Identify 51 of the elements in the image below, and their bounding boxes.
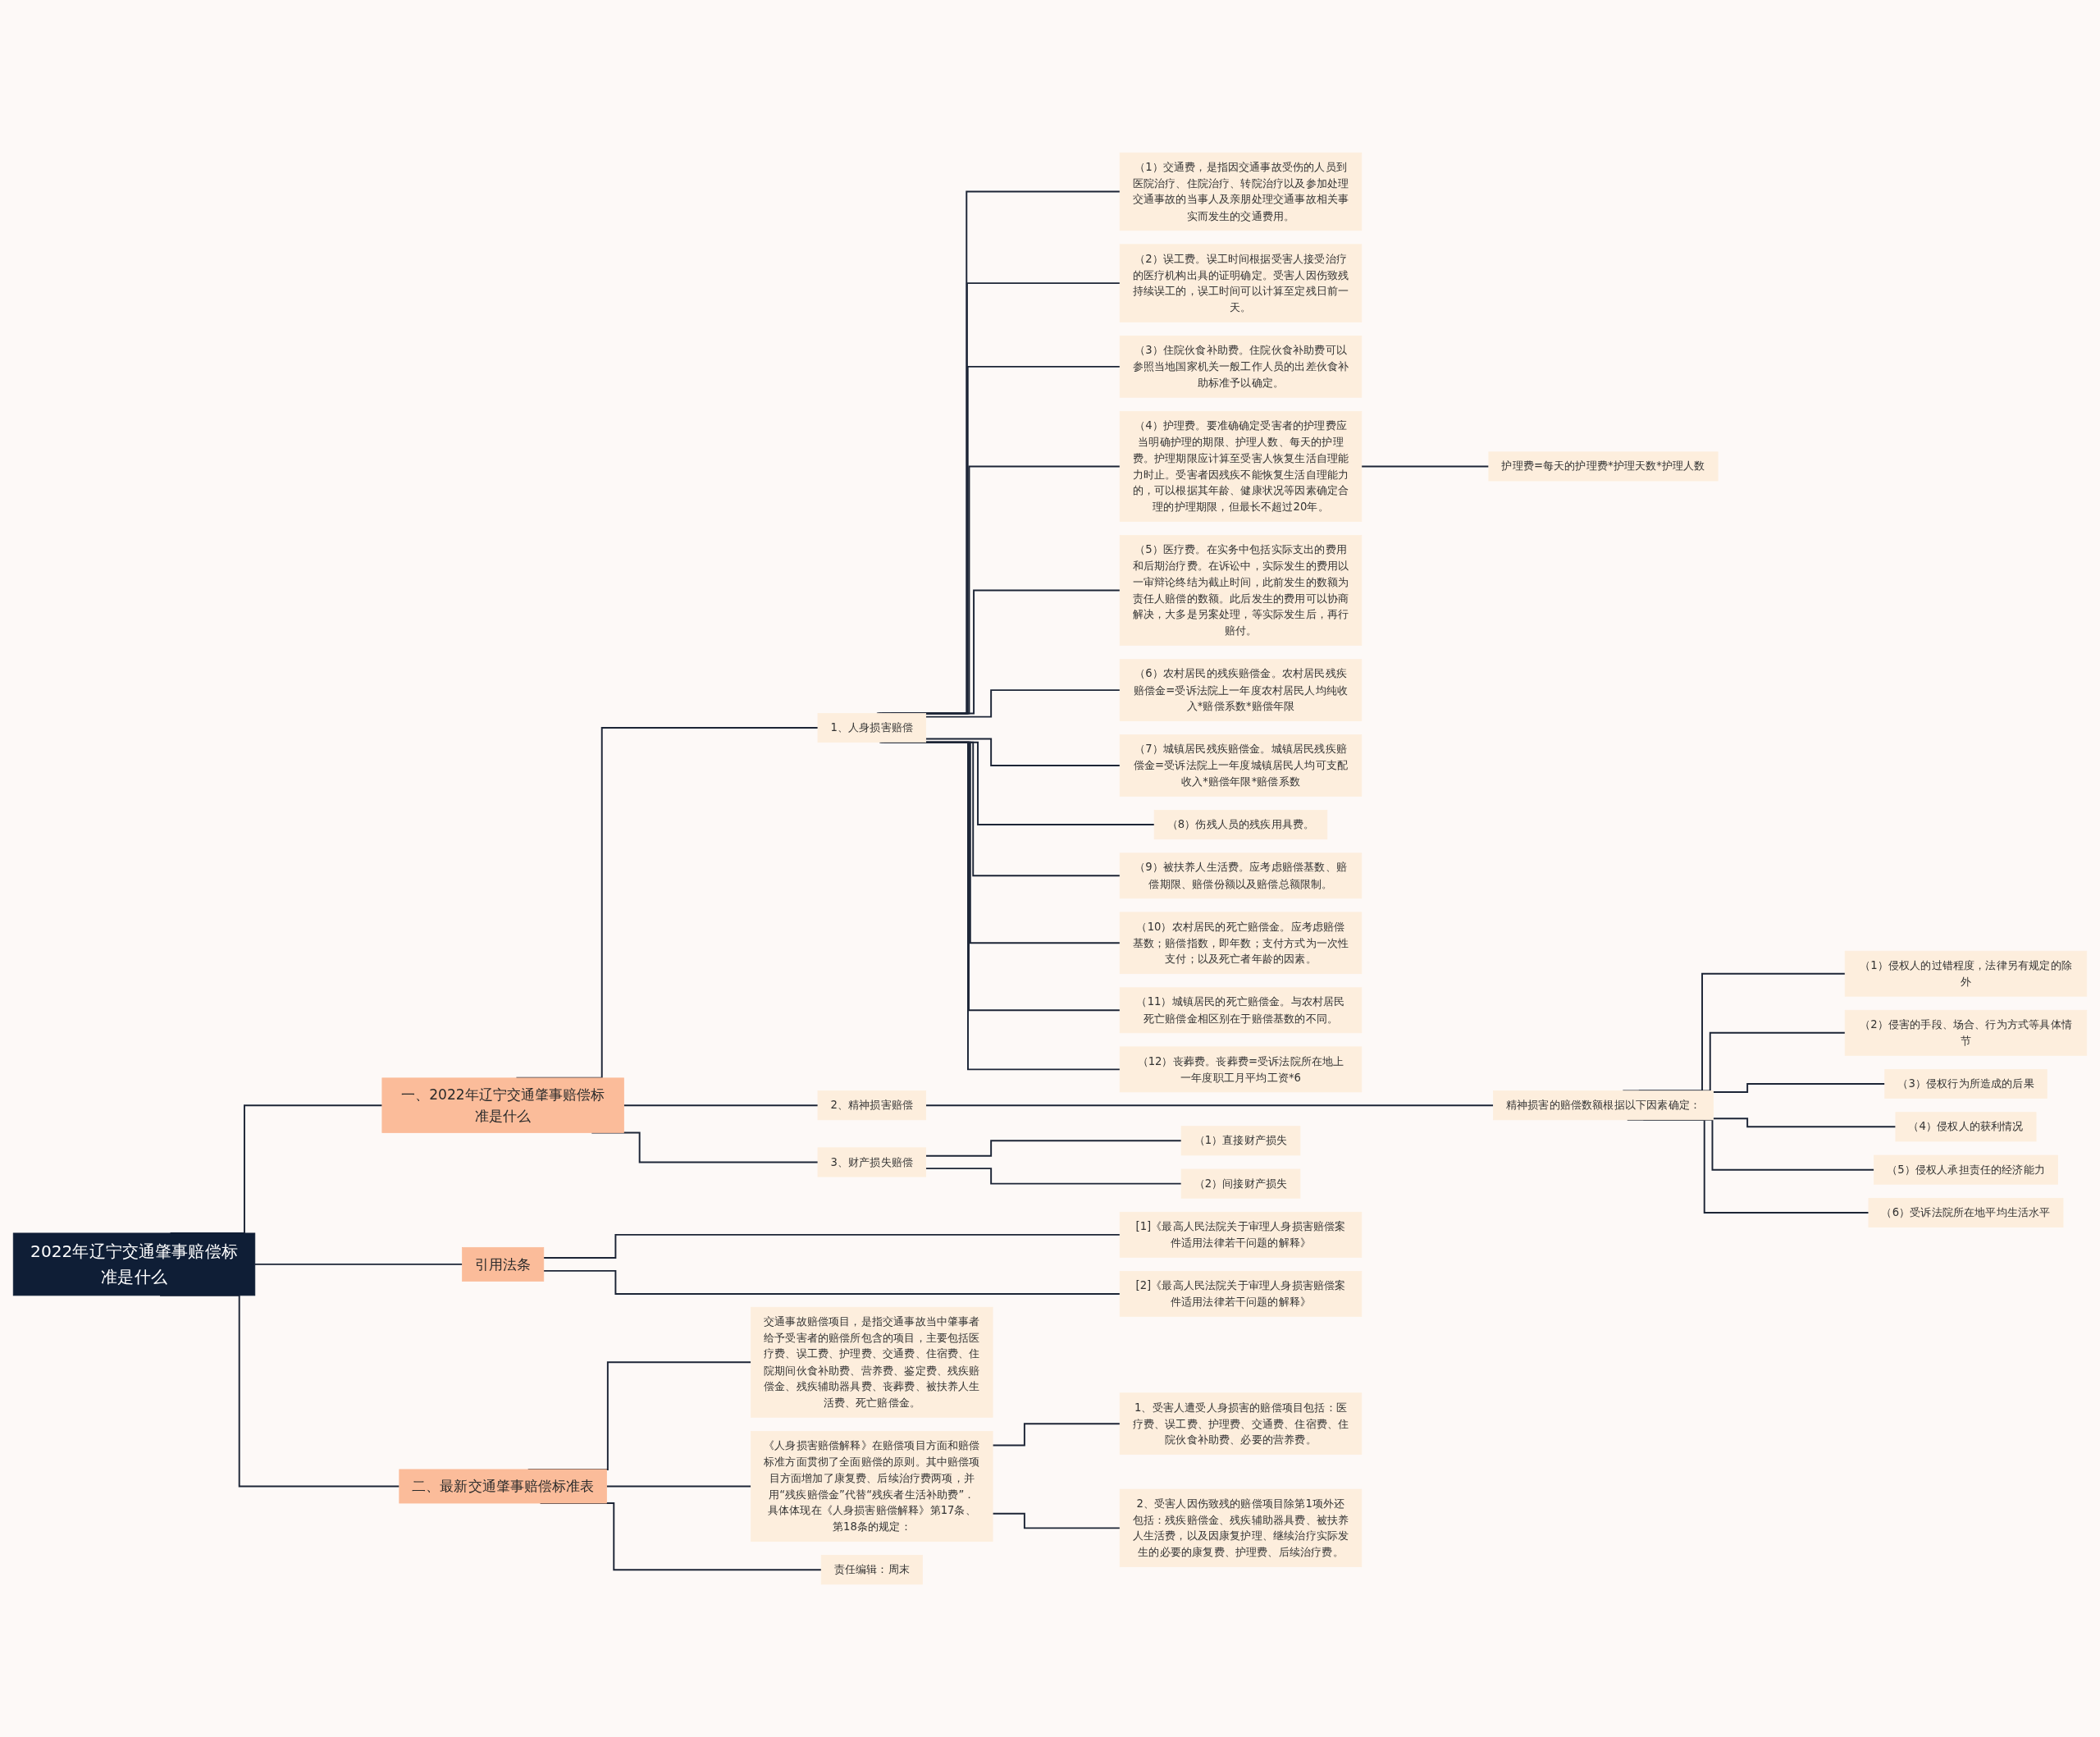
connector bbox=[924, 689, 1121, 718]
node-box: （4）侵权人的获利情况 bbox=[1895, 1112, 2037, 1142]
connector bbox=[992, 1512, 1121, 1529]
node-box: 3、财产损失赔偿 bbox=[817, 1147, 927, 1177]
node-box: 2、精神损害赔偿 bbox=[817, 1090, 927, 1121]
node-box: 精神损害的赔偿数额根据以下因素确定： bbox=[1492, 1090, 1714, 1121]
node-box: 交通事故赔偿项目，是指交通事故当中肇事者给予受害者的赔偿所包含的项目，主要包括医疗费、误工费、护理费、交通费、住宿费、住院期间伙食补助费、营养费、鉴定费、残疾赔偿金、残疾辅助器具费、丧葬费、被扶养人生活费、死亡赔偿金。 bbox=[751, 1306, 993, 1418]
connector bbox=[623, 1104, 819, 1107]
connector bbox=[924, 1140, 1183, 1157]
node-box: （6）受诉法院所在地平均生活水平 bbox=[1868, 1197, 2064, 1227]
node-box: 2022年辽宁交通肇事赔偿标准是什么 bbox=[12, 1232, 256, 1296]
node-box: 一、2022年辽宁交通肇事赔偿标准是什么 bbox=[381, 1077, 624, 1133]
node-box: （7）城镇居民残疾赔偿金。城镇居民残疾赔偿金=受诉法院上一年度城镇居民人均可支配收入*赔偿年限*赔偿系数 bbox=[1119, 734, 1363, 797]
connector bbox=[1360, 465, 1490, 468]
node-box: （4）护理费。要准确确定受害者的护理费应当明确护理的期限、护理人数、每天的护理费。护理期限应计算至受害人恢复生活自理能力时止。受害者因残疾不能恢复生活自理能力的，可以根据其年龄、健康状况等因素确定合理的护理期限，但最长不超过20年。 bbox=[1119, 410, 1363, 522]
connector bbox=[1712, 1118, 1897, 1128]
connector bbox=[924, 738, 1121, 766]
node-box: （2）侵害的手段、场合、行为方式等具体情节 bbox=[1844, 1009, 2088, 1056]
connector bbox=[992, 1423, 1121, 1447]
node-box: （2）间接财产损失 bbox=[1180, 1168, 1301, 1199]
node-box: （1）交通费，是指因交通事故受伤的人员到医院治疗、住院治疗、转院治疗以及参加处理交通事故的当事人及亲朋处理交通事故相关事实而发生的交通费用。 bbox=[1119, 152, 1363, 231]
node-box: （5）侵权人承担责任的经济能力 bbox=[1874, 1154, 2058, 1185]
node-box: （1）直接财产损失 bbox=[1180, 1126, 1301, 1156]
node-box: 《人身损害赔偿解释》在赔偿项目方面和赔偿标准方面贯彻了全面赔偿的原则。其中赔偿项目方面增加了康复费、后续治疗费两项，并用“残疾赔偿金”代替“残疾者生活补助费”．具体体现在《人身损害赔偿解释》第17条、第18条的规定： bbox=[751, 1431, 993, 1542]
node-box: 责任编辑：周末 bbox=[820, 1555, 923, 1585]
node-box: 1、受害人遭受人身损害的赔偿项目包括：医疗费、误工费、护理费、交通费、住宿费、住院伙食补助费、必要的营养费。 bbox=[1119, 1392, 1363, 1455]
node-box: （6）农村居民的残疾赔偿金。农村居民残疾赔偿金=受诉法院上一年度农村居民人均纯收入*赔偿系数*赔偿年限 bbox=[1119, 659, 1363, 721]
node-box: （1）侵权人的过错程度，法律另有规定的除外 bbox=[1844, 950, 2088, 997]
node-box: 2、受害人因伤致残的赔偿项目除第1项外还包括：残疾赔偿金、残疾辅助器具费、被扶养人生活费，以及因康复护理、继续治疗实际发生的必要的康复费、护理费、后续治疗费。 bbox=[1119, 1488, 1363, 1567]
connector bbox=[605, 1485, 752, 1488]
node-box: 1、人身损害赔偿 bbox=[817, 713, 927, 743]
node-box: [2]《最高人民法院关于审理人身损害赔偿案件适用法律若干问题的解释》 bbox=[1119, 1271, 1363, 1317]
node-box: 护理费=每天的护理费*护理天数*护理人数 bbox=[1488, 451, 1719, 482]
node-box: （3）侵权行为所造成的后果 bbox=[1884, 1068, 2048, 1099]
node-box: （12）丧葬费。丧葬费=受诉法院所在地上一年度职工月平均工资*6 bbox=[1119, 1046, 1363, 1093]
node-box: （2）误工费。误工时间根据受害人接受治疗的医疗机构出具的证明确定。受害人因伤致残持续误工的，误工时间可以计算至定残日前一天。 bbox=[1119, 244, 1363, 322]
connector bbox=[542, 1233, 1121, 1259]
connector bbox=[1712, 1083, 1886, 1093]
node-box: （8）伤残人员的残疾用具费。 bbox=[1153, 810, 1328, 840]
node-box: （10）农村居民的死亡赔偿金。应考虑赔偿基数；赔偿指数，即年数；支付方式为一次性支付；以及死亡者年龄的因素。 bbox=[1119, 912, 1363, 975]
node-box: 引用法条 bbox=[462, 1246, 545, 1282]
connector bbox=[253, 1263, 463, 1265]
connector bbox=[542, 1269, 1121, 1295]
connector bbox=[924, 1104, 1495, 1107]
node-box: （11）城镇居民的死亡赔偿金。与农村居民死亡赔偿金相区别在于赔偿基数的不同。 bbox=[1119, 987, 1363, 1034]
node-box: [1]《最高人民法院关于审理人身损害赔偿案件适用法律若干问题的解释》 bbox=[1119, 1211, 1363, 1258]
connector bbox=[924, 1168, 1183, 1185]
node-box: （9）被扶养人生活费。应考虑赔偿基数、赔偿期限、赔偿份额以及赔偿总额限制。 bbox=[1119, 853, 1363, 899]
node-box: （5）医疗费。在实务中包括实际支出的费用和后期治疗费。在诉讼中，实际发生的费用以一审辩论终结为截止时间，此前发生的数额为责任人赔偿的数额。此后发生的费用可以协商解决，大多是另案处理，等实际发生后，再行赔付。 bbox=[1119, 535, 1363, 646]
node-box: 二、最新交通肇事赔偿标准表 bbox=[399, 1469, 607, 1504]
node-box: （3）住院伙食补助费。住院伙食补助费可以参照当地国家机关一般工作人员的出差伙食补助标准予以确定。 bbox=[1119, 336, 1363, 398]
